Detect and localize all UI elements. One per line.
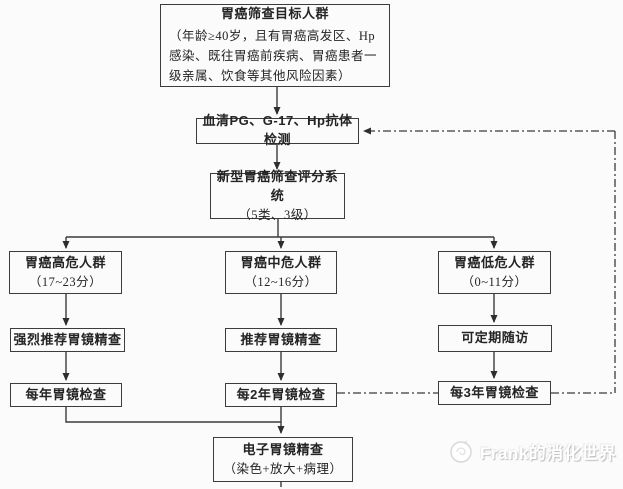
node-body: （0~11分） [461,274,528,289]
node-title: 胃癌中危人群 [240,255,322,271]
line-high-interval-merge [65,407,281,423]
node-high-interval: 每年胃镜检查 [10,383,122,407]
node-title: 血清PG、G-17、Hp抗体检测 [202,113,353,147]
node-high-recommendation: 强烈推荐胃镜精查 [10,328,125,352]
node-low-risk: 胃癌低危人群 （0~11分） [438,251,551,294]
node-medium-recommendation: 推荐胃镜精查 [225,328,337,352]
node-title: 新型胃癌筛查评分系统 [216,169,339,203]
node-endoscopy: 电子胃镜精查 （染色+放大+病理） [213,437,353,482]
node-title: 胃癌低危人群 [453,255,535,271]
watermark-text: Frank的消化世界 [480,443,617,463]
node-title: 胃癌高危人群 [24,255,106,271]
watermark: Frank的消化世界 [448,438,616,464]
node-high-risk: 胃癌高危人群 （17~23分） [9,251,122,294]
node-body: （5类、3级） [238,207,317,222]
node-body: （12~16分） [244,274,318,289]
node-title: 每年胃镜检查 [25,386,107,402]
node-title: 推荐胃镜精查 [240,331,322,347]
node-body: （17~23分） [28,274,103,289]
snail-logo-icon [450,441,472,463]
node-scoring-system: 新型胃癌筛查评分系统 （5类、3级） [210,169,345,222]
node-body: （年龄≥40岁，且有胃癌高发区、Hp感染、既往胃癌前疾病、胃癌患者一级亲属、饮食… [169,28,378,84]
node-medium-interval: 每2年胃镜检查 [225,383,337,407]
node-low-recommendation: 可定期随访 [438,325,552,352]
node-title: 胃癌筛查目标人群 [220,5,329,21]
node-title: 可定期随访 [461,330,529,346]
node-title: 每2年胃镜检查 [236,386,326,402]
node-title: 每3年胃镜检查 [450,384,539,400]
node-body: （染色+放大+病理） [223,461,343,476]
node-title: 强烈推荐胃镜精查 [13,331,122,347]
node-title: 电子胃镜精查 [242,442,324,458]
node-serum-test: 血清PG、G-17、Hp抗体检测 [196,113,359,147]
node-low-interval: 每3年胃镜检查 [438,381,551,405]
node-target-population: 胃癌筛查目标人群 （年龄≥40岁，且有胃癌高发区、Hp感染、既往胃癌前疾病、胃癌… [160,4,390,87]
node-medium-risk: 胃癌中危人群 （12~16分） [225,251,337,294]
